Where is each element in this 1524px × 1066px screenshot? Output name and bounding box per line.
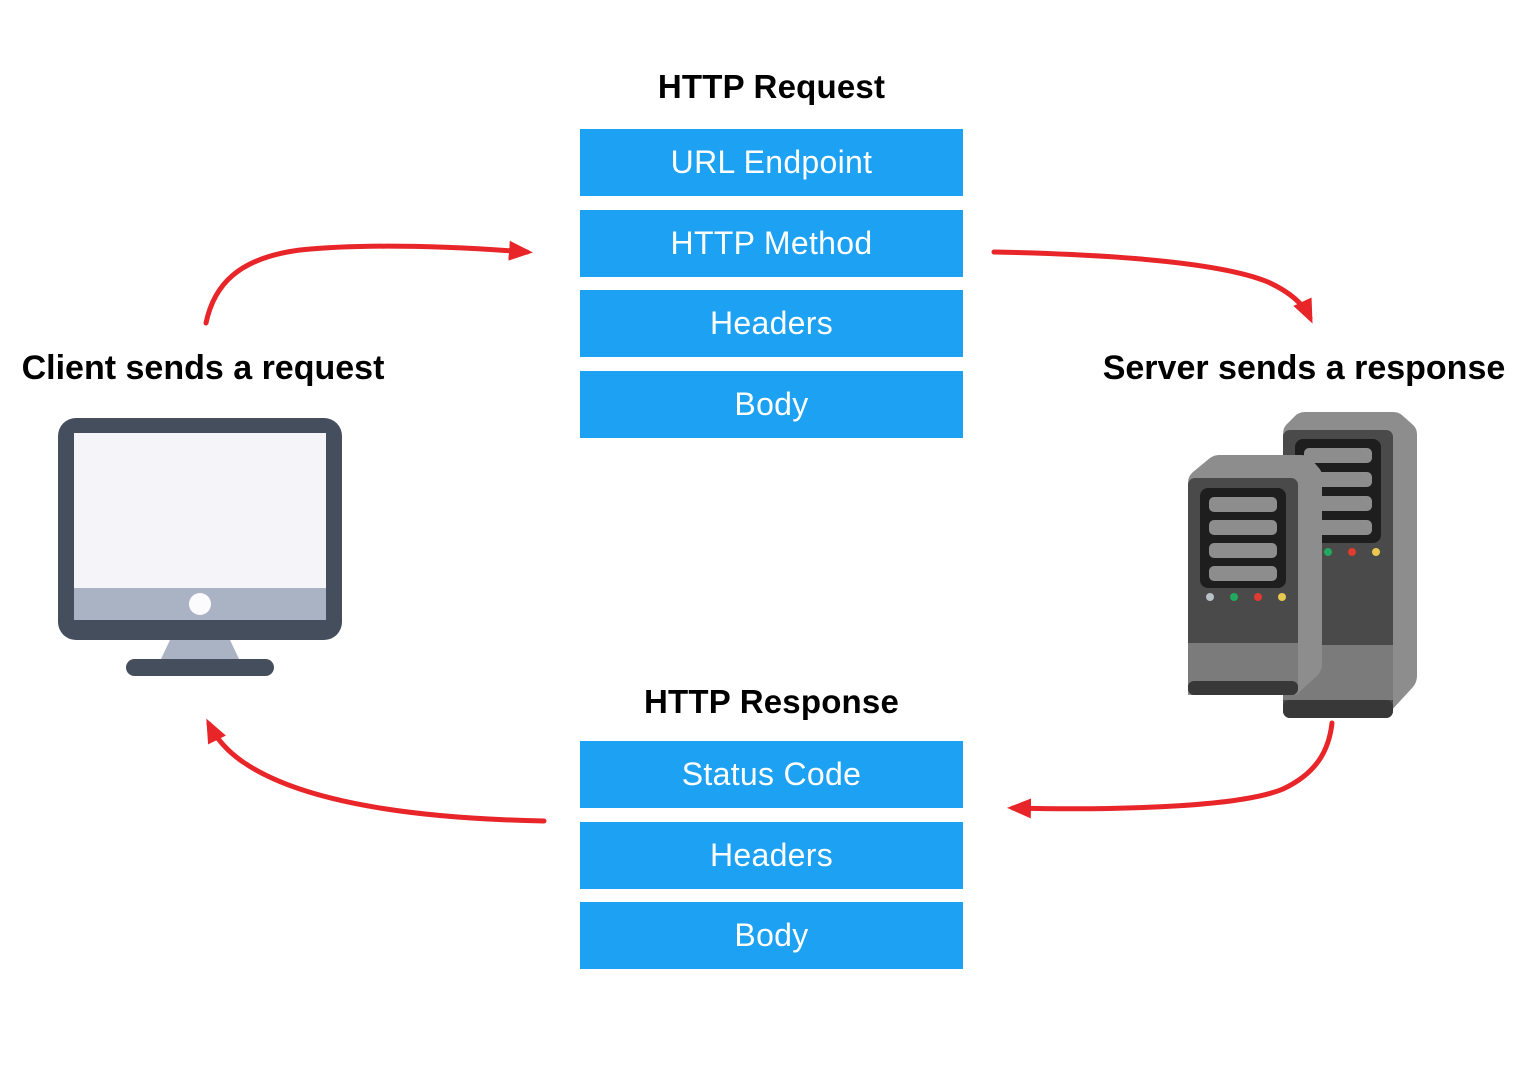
response-box-body: Body — [580, 902, 963, 969]
arrow-server-to-response — [1007, 720, 1335, 819]
response-box-headers: Headers — [580, 821, 963, 889]
server-label: Server sends a response — [1102, 349, 1506, 387]
server-towers-icon — [1183, 412, 1417, 723]
arrow-response-to-client — [206, 718, 547, 824]
request-box-http-method: HTTP Method — [580, 209, 963, 277]
request-box-body: Body — [580, 370, 963, 438]
arrow-client-to-request — [203, 240, 533, 326]
http-response-title: HTTP Response — [643, 683, 900, 720]
request-box-url-endpoint: URL Endpoint — [580, 129, 963, 196]
http-request-box-stack: URL Endpoint HTTP Method Headers Body — [580, 129, 963, 438]
desktop-monitor-icon — [58, 418, 342, 681]
request-box-headers: Headers — [580, 290, 963, 357]
response-box-status-code: Status Code — [580, 741, 963, 808]
arrow-request-to-server — [991, 249, 1313, 324]
client-label: Client sends a request — [21, 349, 385, 387]
http-response-box-stack: Status Code Headers Body — [580, 741, 963, 969]
server-tower-front — [1188, 455, 1322, 695]
http-request-title: HTTP Request — [657, 68, 886, 105]
